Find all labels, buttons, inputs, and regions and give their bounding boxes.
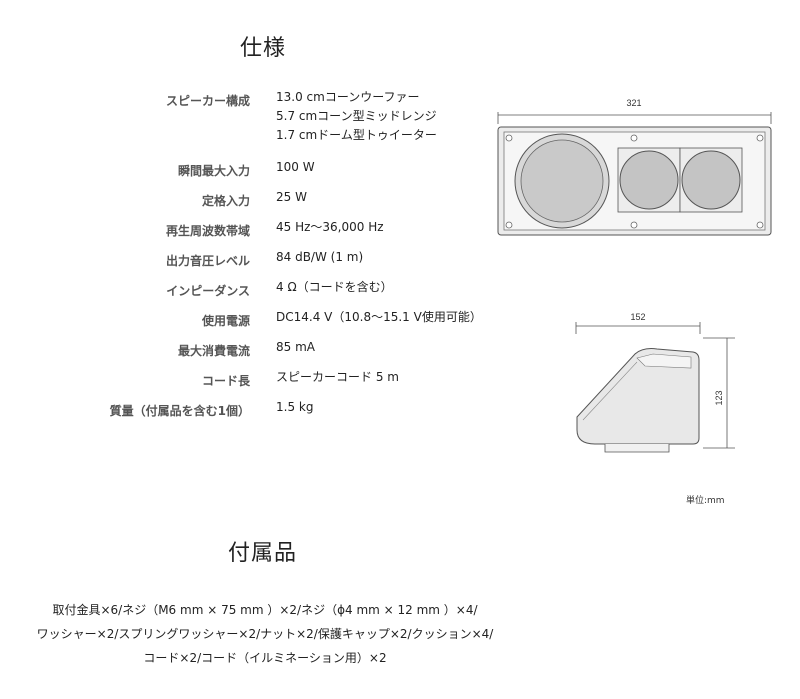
spec-value: 85 mA bbox=[276, 338, 315, 357]
accessories-list: 取付金具×6/ネジ（M6 mm × 75 mm ）×2/ネジ（ϕ4 mm × 1… bbox=[0, 598, 530, 670]
spec-value: DC14.4 V（10.8〜15.1 V使用可能） bbox=[276, 308, 482, 327]
spec-value-line: 25 W bbox=[276, 190, 307, 204]
spec-value: 1.5 kg bbox=[276, 398, 313, 417]
accessories-line: コード×2/コード（イルミネーション用）×2 bbox=[143, 651, 387, 665]
speaker-front-diagram: 321 bbox=[497, 98, 772, 236]
spec-value: 84 dB/W (1 m) bbox=[276, 248, 363, 267]
spec-label: 質量（付属品を含む1個） bbox=[109, 404, 250, 418]
accessories-title: 付属品 bbox=[228, 541, 298, 566]
spec-value: 100 W bbox=[276, 158, 315, 177]
spec-value-line: 13.0 cmコーンウーファー bbox=[276, 90, 420, 104]
spec-value-line: 4 Ω（コードを含む） bbox=[276, 280, 393, 294]
spec-value-line: 100 W bbox=[276, 160, 315, 174]
spec-value-line: 84 dB/W (1 m) bbox=[276, 250, 364, 264]
spec-value: 25 W bbox=[276, 188, 307, 207]
spec-value-line: 45 Hz〜36,000 Hz bbox=[276, 220, 384, 234]
spec-label: コード長 bbox=[201, 374, 250, 388]
side-height-label: 123 bbox=[714, 390, 724, 405]
unit-note: 単位:mm bbox=[686, 496, 725, 506]
accessories-line: 取付金具×6/ネジ（M6 mm × 75 mm ）×2/ネジ（ϕ4 mm × 1… bbox=[52, 603, 478, 617]
spec-value: スピーカーコード 5 m bbox=[276, 368, 399, 387]
spec-value-line: DC14.4 V（10.8〜15.1 V使用可能） bbox=[276, 310, 482, 324]
spec-value: 4 Ω（コードを含む） bbox=[276, 278, 393, 297]
spec-value-line: 85 mA bbox=[276, 340, 315, 354]
spec-value-line: 1.7 cmドーム型トゥイーター bbox=[276, 128, 437, 142]
spec-value-line: スピーカーコード 5 m bbox=[276, 370, 399, 384]
side-depth-label: 152 bbox=[630, 312, 645, 322]
spec-label: インピーダンス bbox=[166, 284, 250, 298]
accessories-line: ワッシャー×2/スプリングワッシャー×2/ナット×2/保護キャップ×2/クッショ… bbox=[36, 627, 494, 641]
spec-value-line: 1.5 kg bbox=[276, 400, 314, 414]
spec-label: 出力音圧レベル bbox=[165, 254, 250, 268]
spec-label: 定格入力 bbox=[201, 194, 250, 208]
spec-title: 仕様 bbox=[240, 36, 287, 61]
spec-label: 再生周波数帯域 bbox=[165, 224, 250, 238]
spec-value: 45 Hz〜36,000 Hz bbox=[276, 218, 384, 237]
spec-label: スピーカー構成 bbox=[165, 94, 250, 108]
spec-label: 瞬間最大入力 bbox=[177, 164, 250, 178]
spec-value: 13.0 cmコーンウーファー 5.7 cmコーン型ミッドレンジ 1.7 cmド… bbox=[276, 88, 437, 145]
spec-label: 使用電源 bbox=[201, 314, 250, 328]
speaker-side-diagram: 152 123 bbox=[575, 312, 735, 453]
spec-value-line: 5.7 cmコーン型ミッドレンジ bbox=[276, 109, 437, 123]
front-width-label: 321 bbox=[626, 98, 641, 108]
spec-label: 最大消費電流 bbox=[177, 344, 250, 358]
